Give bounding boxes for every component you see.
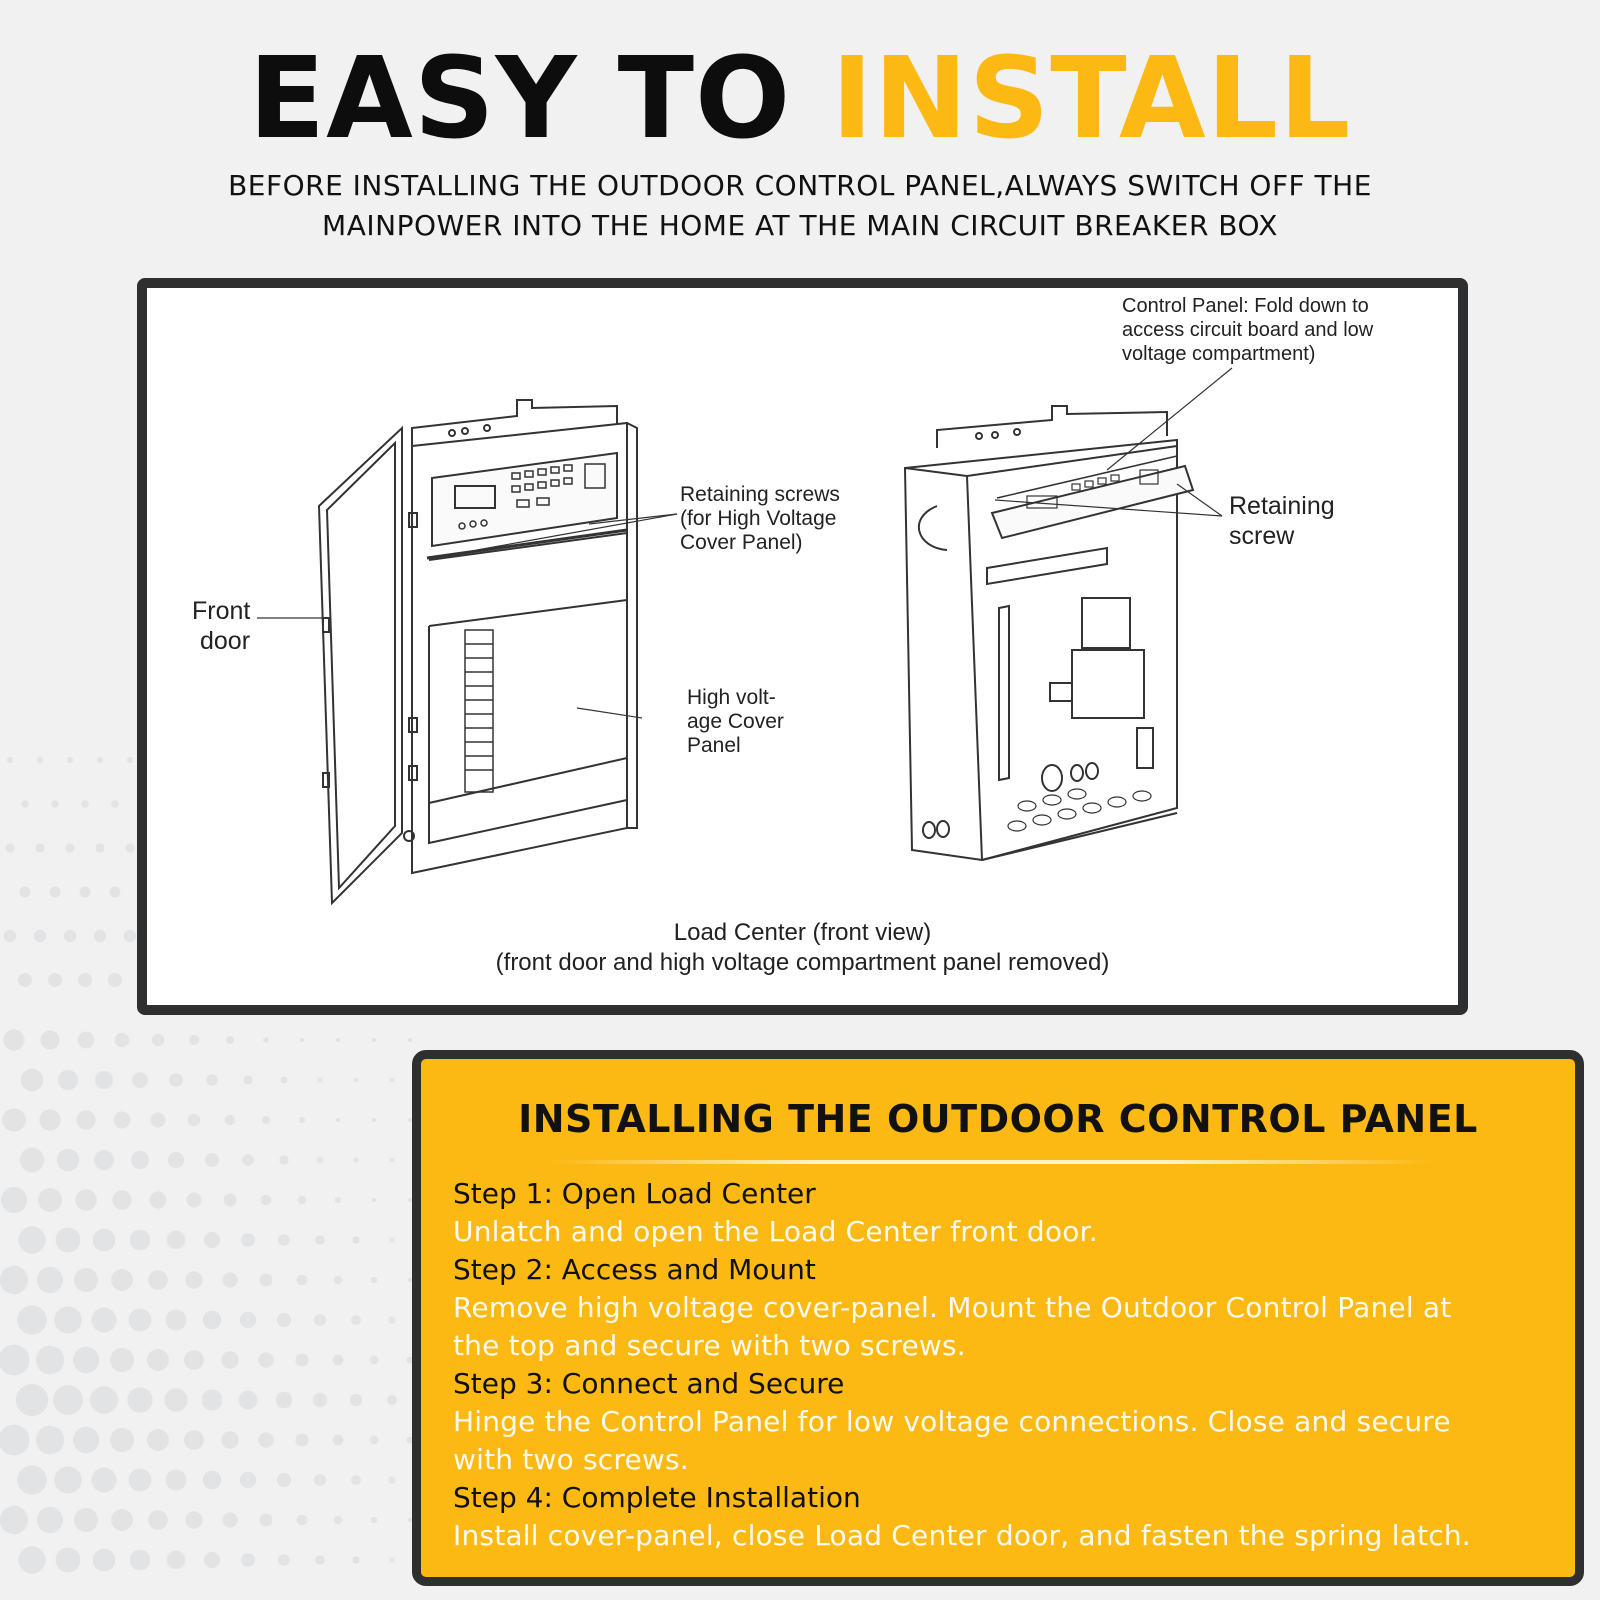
install-steps-panel: INSTALLING THE OUTDOOR CONTROL PANEL Ste… [412, 1050, 1584, 1586]
step-description: Remove high voltage cover-panel. Mount t… [453, 1289, 1561, 1365]
load-center-open-illustration [903, 367, 1233, 862]
safety-warning-line2: MAINPOWER INTO THE HOME AT THE MAIN CIRC… [322, 209, 1278, 242]
diagram-illustration [257, 367, 1233, 906]
label-high-voltage-cover: High volt- age Cover Panel [687, 686, 784, 757]
safety-warning: BEFORE INSTALLING THE OUTDOOR CONTROL PA… [0, 166, 1600, 246]
step-description-line: with two screws. [453, 1443, 689, 1476]
step-heading: Step 4: Complete Installation [453, 1481, 861, 1514]
safety-warning-line1: BEFORE INSTALLING THE OUTDOOR CONTROL PA… [228, 169, 1372, 202]
title-divider [551, 1160, 1431, 1164]
step-description: Install cover-panel, close Load Center d… [453, 1517, 1561, 1555]
diagram-frame: Front door Retaining screws (for High Vo… [137, 278, 1468, 1015]
headline-part2: INSTALL [831, 34, 1352, 164]
step-description-line: Remove high voltage cover-panel. Mount t… [453, 1291, 1452, 1324]
page-headline: EASY TO INSTALL [0, 37, 1600, 161]
diagram-caption: Load Center (front view) (front door and… [495, 919, 1110, 976]
step-heading: Step 1: Open Load Center [453, 1177, 816, 1210]
step-description-line: Install cover-panel, close Load Center d… [453, 1519, 1471, 1552]
step-description-line: Hinge the Control Panel for low voltage … [453, 1405, 1451, 1438]
step-description: Hinge the Control Panel for low voltage … [453, 1403, 1561, 1479]
step-heading: Step 3: Connect and Secure [453, 1367, 845, 1400]
step-description-line: the top and secure with two screws. [453, 1329, 966, 1362]
label-retaining-screw: Retaining screw [1229, 492, 1335, 550]
label-retaining-screws: Retaining screws (for High Voltage Cover… [680, 483, 840, 554]
step-description: Unlatch and open the Load Center front d… [453, 1213, 1561, 1251]
step-description-line: Unlatch and open the Load Center front d… [453, 1215, 1098, 1248]
step-heading: Step 2: Access and Mount [453, 1253, 816, 1286]
label-control-panel: Control Panel: Fold down to access circu… [1122, 295, 1374, 365]
label-front-door: Front door [192, 597, 251, 655]
install-steps-title: INSTALLING THE OUTDOOR CONTROL PANEL [518, 1097, 1478, 1141]
load-center-front-illustration [257, 399, 678, 906]
headline-part1: EASY TO [248, 34, 792, 164]
